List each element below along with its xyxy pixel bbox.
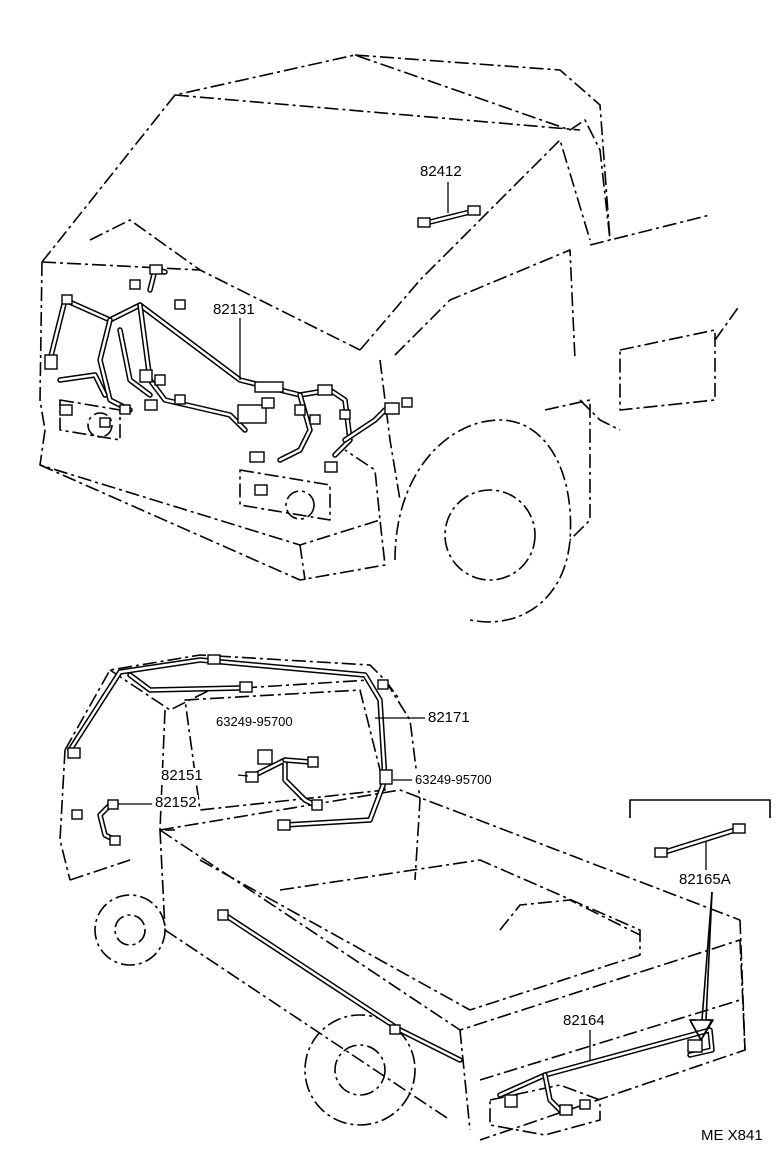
part-label-82165A: 82165A: [678, 871, 732, 888]
part-label-63249-b: 63249-95700: [414, 772, 493, 788]
harness-82164: [497, 1027, 715, 1116]
harness-82171: [67, 654, 389, 831]
part-label-82131: 82131: [212, 301, 256, 318]
wire-82151: [245, 749, 393, 811]
part-label-63249-a: 63249-95700: [215, 714, 294, 730]
wire-82152: [71, 799, 121, 846]
part-label-82171: 82171: [427, 709, 471, 726]
harness-bed-side: [217, 909, 463, 1063]
harness-82131: [44, 264, 413, 496]
inset-82165A: [629, 799, 771, 1041]
diagram-code: ME X841: [700, 1127, 764, 1144]
cab-front-view: [39, 54, 741, 623]
part-label-82412: 82412: [419, 163, 463, 180]
part-label-82152: 82152: [154, 794, 198, 811]
leader-82151: [237, 774, 249, 777]
truck-rear-view: [59, 654, 746, 1141]
part-label-82164: 82164: [562, 1012, 606, 1029]
part-label-82151: 82151: [160, 767, 204, 784]
wire-82412: [417, 205, 481, 228]
